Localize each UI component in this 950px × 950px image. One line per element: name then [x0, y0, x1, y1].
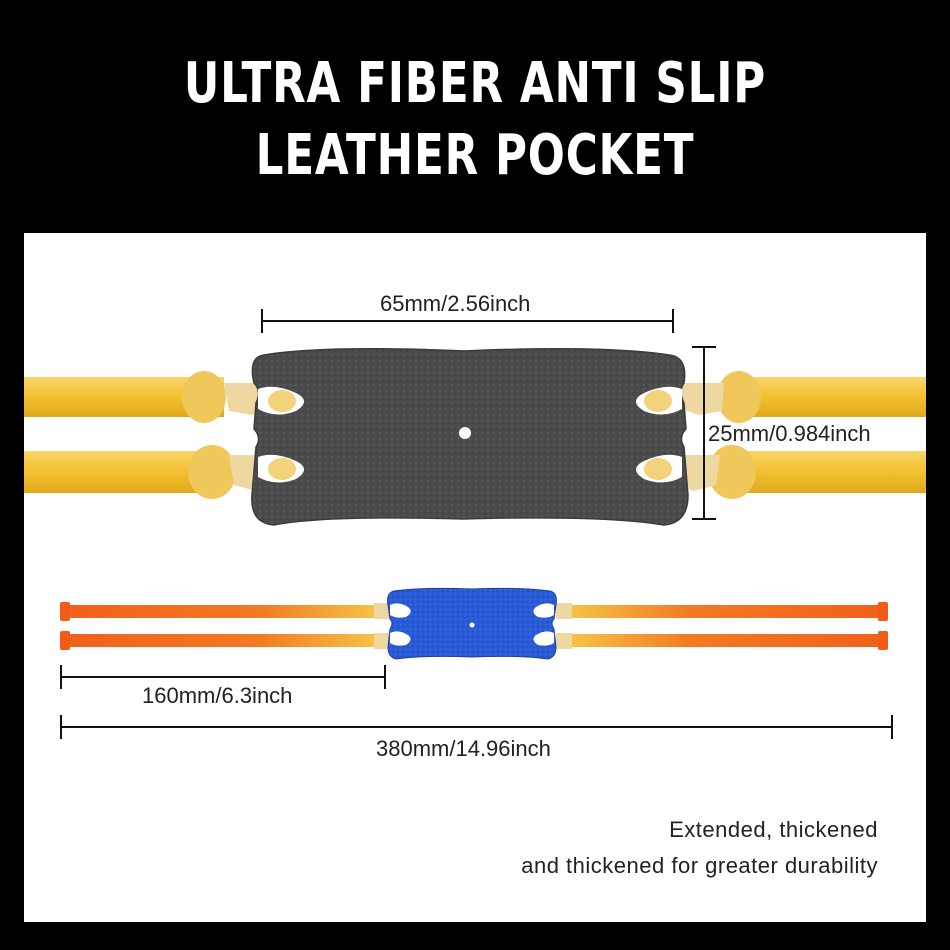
bottom-left-tube-cap-lower [60, 631, 70, 650]
bottom-right-tie-lower [556, 633, 572, 649]
total-length-label: 380mm/14.96inch [376, 736, 551, 761]
top-slot-tube-left-upper [268, 390, 296, 412]
bottom-left-tie-upper [374, 603, 390, 619]
dimension-line-band-length [60, 665, 386, 689]
top-right-tube-end-upper [717, 371, 761, 423]
top-slingshot-band [24, 348, 926, 526]
bottom-pocket-slot-left-lower [390, 631, 411, 646]
product-illustration [24, 309, 926, 739]
bottom-left-tube-cap-upper [60, 602, 70, 621]
bottom-right-tube-cap-lower [878, 631, 888, 650]
bottom-pocket-slot-right-lower [533, 631, 554, 646]
top-left-tube-end-upper [182, 371, 226, 423]
top-leather-pocket [251, 348, 689, 526]
caption-line-1: Extended, thickened [669, 817, 878, 842]
product-panel: 65mm/2.56inch 25mm/0.984inch 160mm/6.3in… [24, 233, 926, 922]
dimension-line-pocket-width [692, 346, 716, 520]
bottom-pocket-slot-right-upper [533, 603, 554, 618]
bottom-slingshot-band [60, 587, 888, 660]
caption-line-2: and thickened for greater durability [521, 853, 878, 878]
headline-line-2: LEATHER POCKET [255, 123, 695, 188]
top-right-tie-upper [674, 383, 724, 415]
bottom-right-tube-lower [562, 634, 882, 647]
top-right-tube-end-lower [708, 445, 756, 499]
dimension-line-pocket-length [261, 309, 674, 333]
bottom-right-tie-upper [556, 603, 572, 619]
top-right-tube-lower [726, 451, 926, 493]
top-slot-tube-right-lower [644, 458, 672, 480]
bottom-left-tie-lower [374, 633, 390, 649]
pocket-length-label: 65mm/2.56inch [380, 291, 531, 316]
headline: ULTRA FIBER ANTI SLIP LEATHER POCKET [105, 48, 846, 192]
bottom-pocket-slot-left-upper [390, 603, 411, 618]
pocket-width-label: 25mm/0.984inch [708, 421, 871, 446]
bottom-left-tube-upper [68, 605, 386, 618]
top-slot-tube-left-lower [268, 458, 296, 480]
top-pocket-center-hole [459, 427, 471, 439]
bottom-right-tube-upper [562, 605, 882, 618]
top-slot-tube-right-upper [644, 390, 672, 412]
dimension-line-total-length [60, 715, 893, 739]
band-length-label: 160mm/6.3inch [142, 683, 293, 708]
bottom-left-tube-lower [68, 634, 386, 647]
bottom-pocket-center-hole [469, 622, 475, 628]
bottom-right-tube-cap-upper [878, 602, 888, 621]
top-left-tube-end-lower [188, 445, 236, 499]
headline-line-1: ULTRA FIBER ANTI SLIP [183, 51, 767, 116]
